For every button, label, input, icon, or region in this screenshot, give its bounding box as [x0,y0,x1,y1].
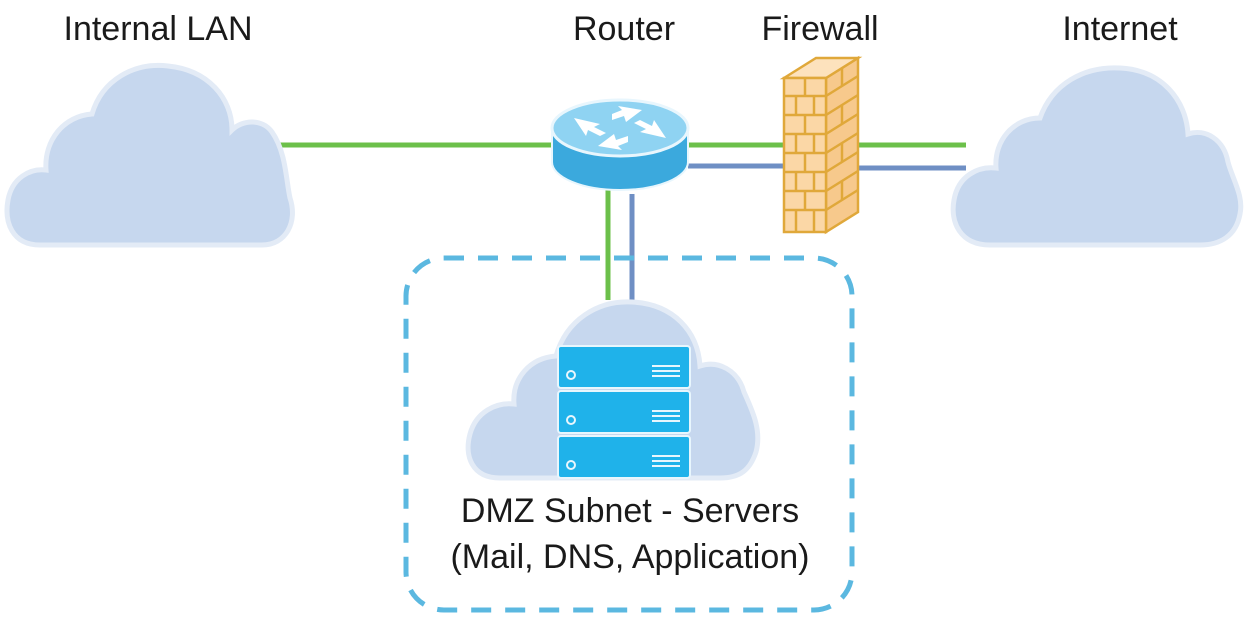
internal-lan-node: Internal LAN [4,10,295,248]
links [262,142,966,300]
router-node: Router [550,10,690,191]
internal-lan-label: Internal LAN [64,10,253,48]
server-unit [557,435,691,479]
cloud-icon [950,65,1244,248]
dmz-border [403,255,855,613]
server-rack-icon [557,345,691,479]
firewall-icon [779,55,863,235]
dmz-zone: DMZ Subnet - Servers (Mail, DNS, Applica… [403,255,855,613]
firewall-node: Firewall [761,10,879,235]
dmz-label-line2: (Mail, DNS, Application) [450,538,809,576]
server-unit [557,345,691,389]
router-icon [550,98,690,191]
server-unit [557,390,691,434]
internet-node: Internet [950,10,1244,248]
firewall-label: Firewall [761,10,878,48]
internet-label: Internet [1062,10,1178,48]
cloud-icon [4,62,295,248]
router-label: Router [573,10,675,48]
dmz-label-line1: DMZ Subnet - Servers [461,492,799,530]
